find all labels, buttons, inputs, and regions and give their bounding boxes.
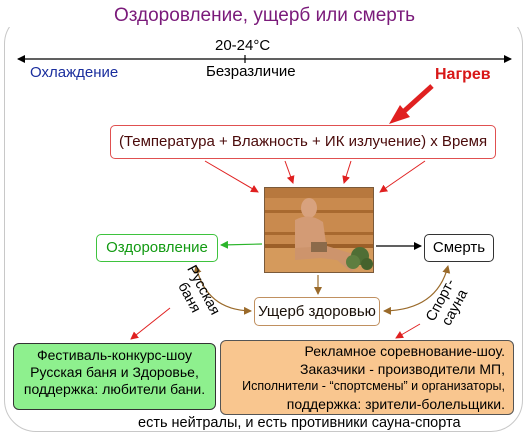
russian-bath-arrow (130, 307, 171, 340)
comfort-temperature-label: 20-24°C (215, 37, 271, 54)
page-title-text: Оздоровление, ущерб или смерть (107, 5, 422, 26)
advertising-box: Рекламное соревнование-шоу. Заказчики - … (220, 340, 514, 415)
sport-sauna-arrow (395, 323, 421, 339)
formula-arrow-1 (204, 160, 259, 193)
heat-arrow (399, 84, 434, 116)
heating-label: Нагрев (435, 66, 491, 83)
festival-line-1: Фестиваль-конкурс-шоу (36, 347, 193, 363)
sauna-photo-illustration (265, 188, 373, 272)
heat-arrow-head (389, 105, 410, 124)
indifference-label: Безразличие (206, 63, 296, 80)
photo-to-health-arrow (220, 240, 263, 249)
festival-line-2: Русская баня и Здоровье, (30, 364, 199, 380)
page-title: Оздоровление, ущерб или смерть (0, 5, 529, 27)
advertising-line-4: поддержка: зрители-болельщики. (286, 395, 505, 412)
sauna-photo (264, 187, 374, 273)
festival-box: Фестиваль-конкурс-шоу Русская баня и Здо… (13, 343, 216, 410)
festival-line-3: поддержка: любители бани. (23, 381, 206, 397)
advertising-line-3: Исполнители - “спортсмены” и организатор… (242, 379, 505, 393)
death-outcome-box: Смерть (424, 234, 494, 262)
formula-arrow-4 (379, 160, 426, 193)
damage-outcome-box: Ущерб здоровью (254, 297, 380, 326)
advertising-line-1: Рекламное соревнование-шоу. (304, 343, 505, 359)
formula-arrow-3 (342, 160, 352, 184)
advertising-line-2: Заказчики - производители МП, (300, 360, 505, 377)
health-outcome-box: Оздоровление (96, 234, 218, 262)
footer-note: есть нейтралы, и есть противники сауна-с… (138, 415, 461, 431)
health-damage-curve (193, 265, 252, 315)
damage-death-curve (383, 265, 451, 315)
formula-arrow-2 (284, 160, 295, 184)
cooling-label: Охлаждение (30, 64, 119, 81)
formula-box: (Температура + Влажность + ИК излучение)… (110, 125, 496, 159)
